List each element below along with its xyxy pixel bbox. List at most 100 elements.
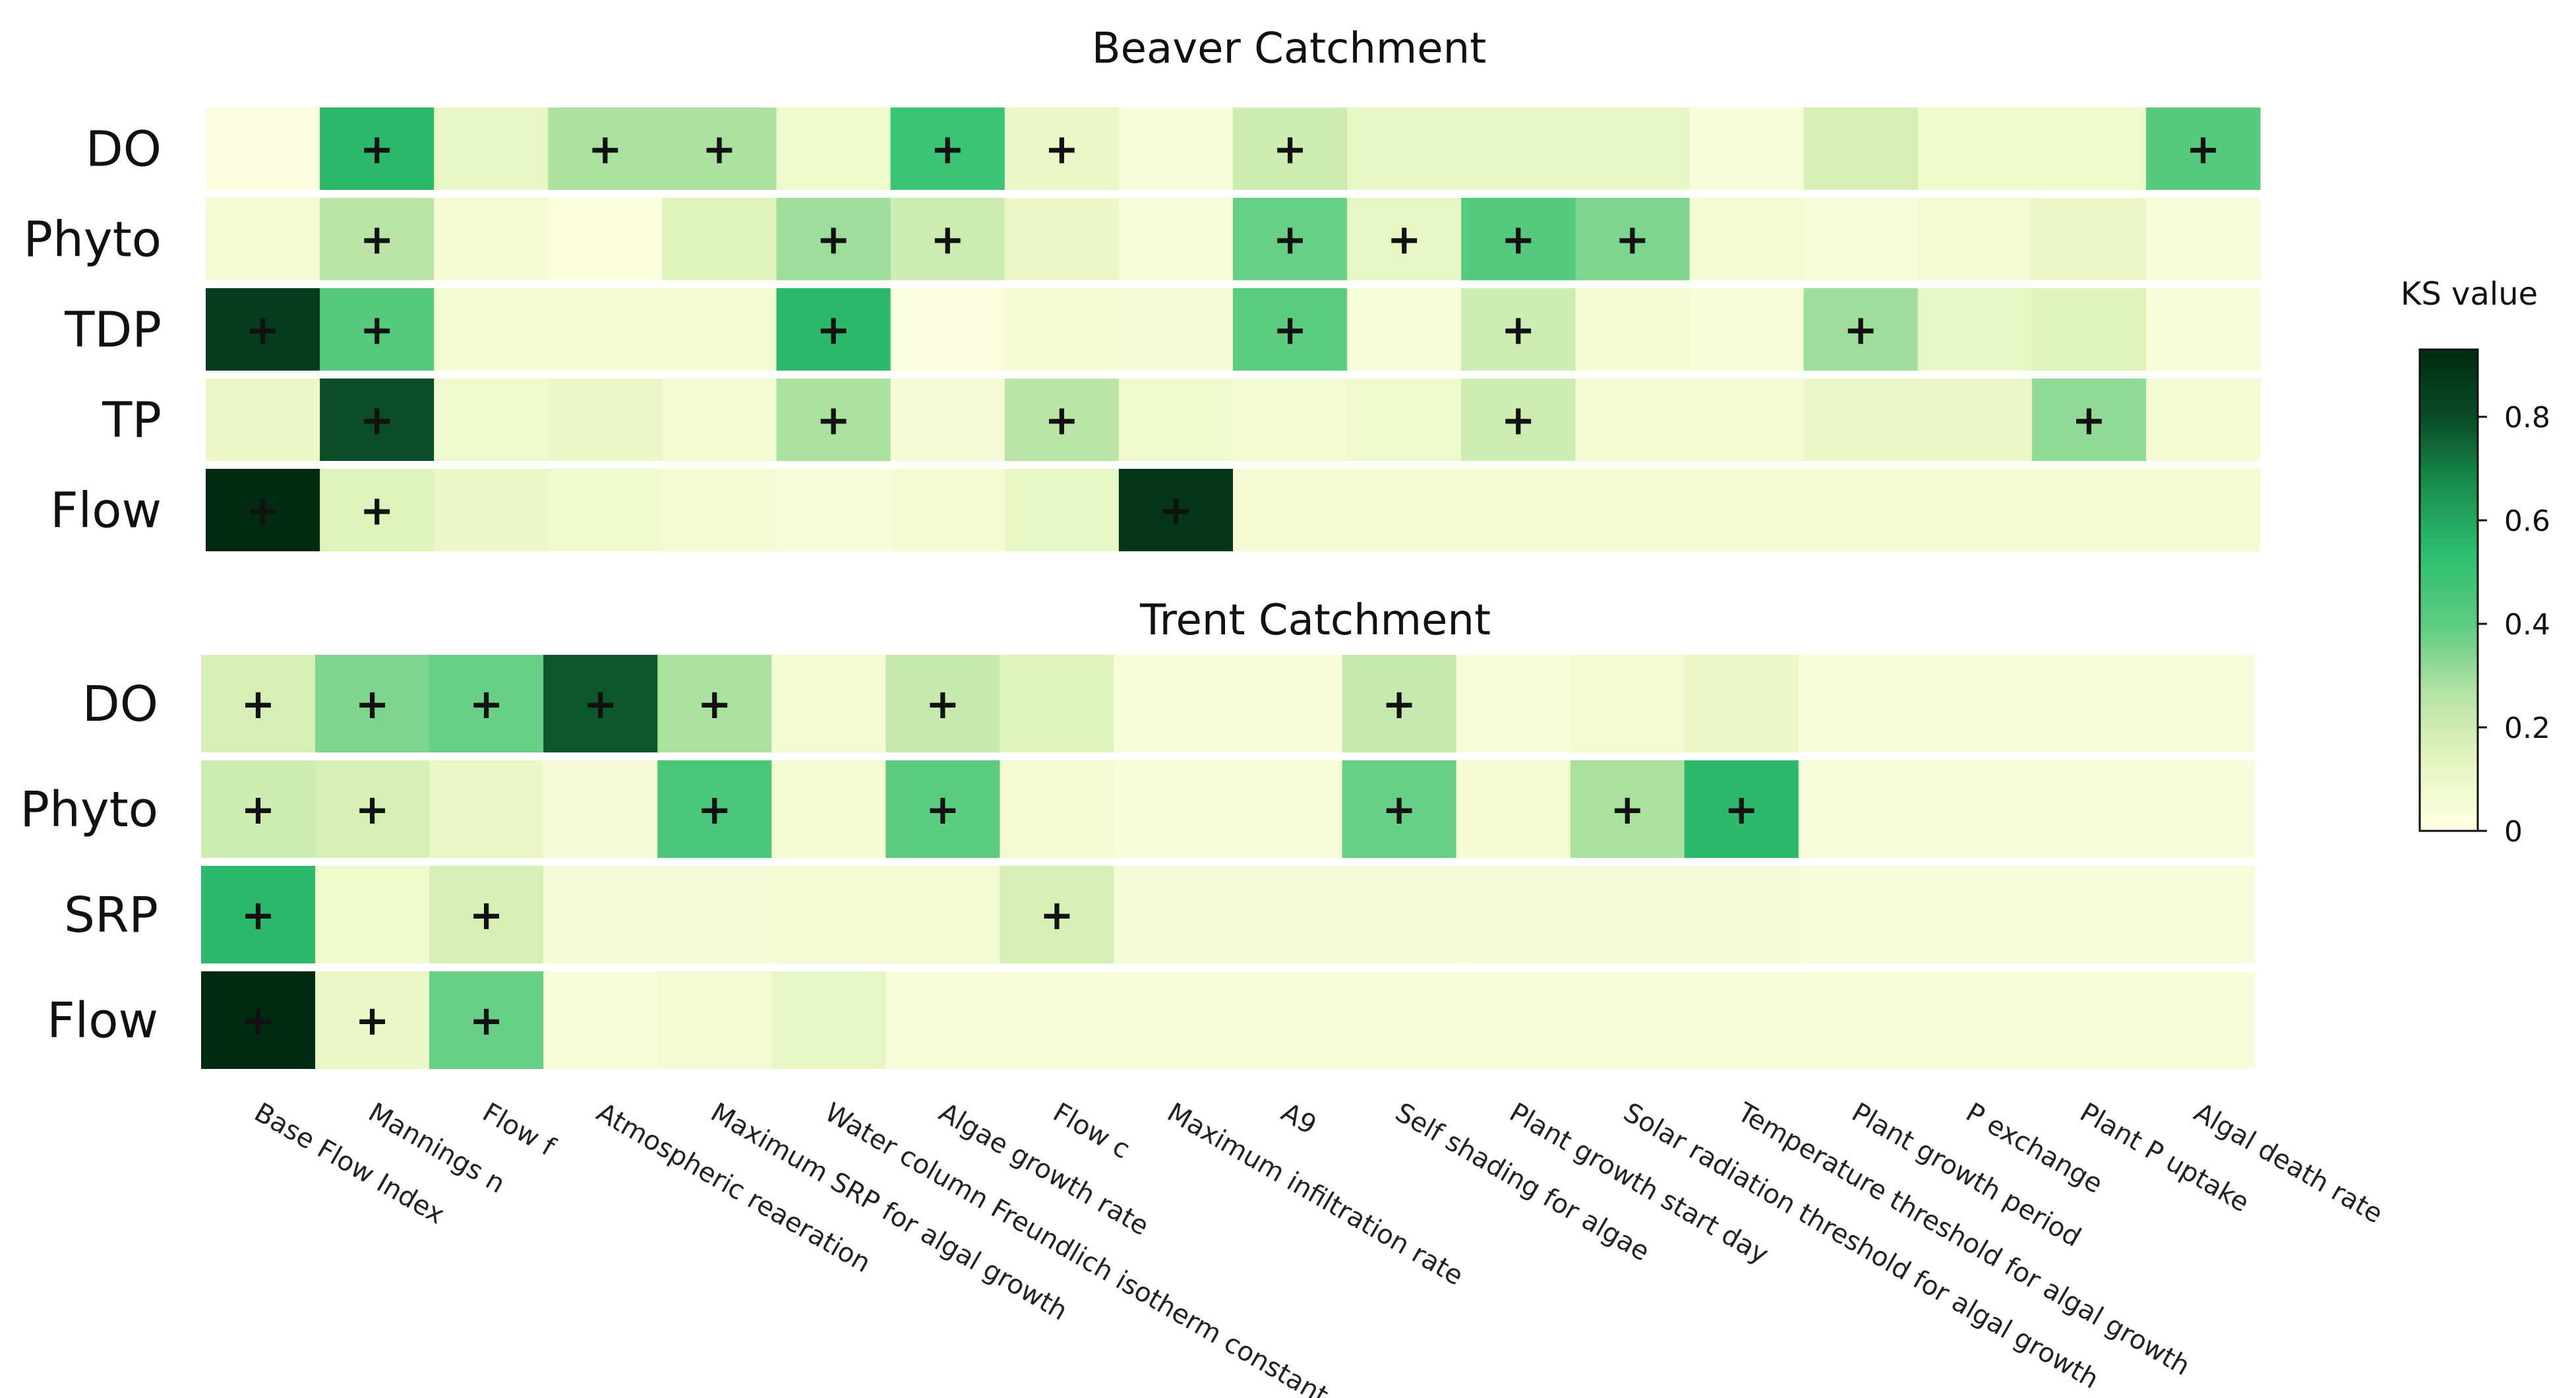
column-label-flow-f: Flow f — [477, 1097, 560, 1163]
trent-cell-phyto-7 — [885, 760, 1000, 858]
beaver-cell-tp-8 — [1004, 379, 1120, 461]
trent-cell-do-6 — [771, 655, 886, 752]
colorbar-ticks: 00.20.40.60.8 — [2478, 401, 2550, 849]
trent-significance-marker: + — [926, 785, 960, 834]
beaver-significance-marker: + — [816, 216, 851, 264]
trent-panel-title: Trent Catchment — [1139, 596, 1491, 645]
beaver-cell-tp-6 — [776, 379, 891, 461]
beaver-cell-tdp-8 — [1004, 288, 1120, 371]
beaver-row-label-phyto: Phyto — [23, 212, 162, 268]
colorbar-tick-label: 0.6 — [2504, 504, 2550, 538]
beaver-cell-phyto-13 — [1575, 198, 1690, 280]
beaver-row-label-do: DO — [86, 121, 162, 178]
beaver-cell-flow-10 — [1233, 469, 1348, 551]
beaver-cell-tp-4 — [548, 379, 663, 461]
beaver-cell-tdp-12 — [1461, 288, 1576, 371]
beaver-cell-do-8 — [1004, 107, 1120, 190]
trent-row-label-srp: SRP — [64, 887, 158, 944]
beaver-cell-flow-5 — [662, 469, 777, 551]
trent-cell-srp-9 — [1114, 866, 1228, 963]
trent-cell-do-11 — [1342, 655, 1457, 752]
trent-significance-marker: + — [698, 785, 732, 834]
trent-cell-phyto-12 — [1456, 760, 1571, 858]
colorbar-tick-label: 0 — [2504, 815, 2523, 849]
beaver-row-label-tp: TP — [102, 392, 162, 449]
trent-significance-marker: + — [241, 785, 276, 834]
beaver-cell-tp-2 — [320, 379, 434, 461]
trent-cell-do-5 — [657, 655, 772, 752]
colorbar-tick-label: 0.8 — [2504, 401, 2550, 435]
beaver-cell-phyto-6 — [776, 198, 891, 280]
beaver-cell-phyto-5 — [662, 198, 777, 280]
trent-significance-marker: + — [926, 680, 960, 728]
beaver-cell-phyto-4 — [548, 198, 663, 280]
trent-cell-flow-17 — [2026, 971, 2142, 1069]
trent-significance-marker: + — [241, 680, 276, 728]
beaver-significance-marker: + — [1615, 216, 1650, 264]
column-label-flow-c: Flow c — [1048, 1097, 1135, 1165]
beaver-cell-tdp-5 — [662, 288, 777, 371]
beaver-cell-flow-18 — [2145, 469, 2261, 551]
trent-cell-srp-3 — [429, 866, 544, 963]
beaver-cell-do-18 — [2145, 107, 2261, 190]
trent-significance-marker: + — [1040, 891, 1074, 939]
trent-cell-phyto-10 — [1228, 760, 1343, 858]
beaver-cell-do-3 — [434, 107, 549, 190]
beaver-catchment-panel: Beaver Catchment +++++++++++++++++++++++… — [23, 24, 2261, 551]
trent-cell-flow-4 — [543, 971, 658, 1069]
beaver-cell-flow-1 — [206, 469, 320, 551]
trent-cell-srp-6 — [771, 866, 886, 963]
trent-heatmap-cells: ++++++++++++++++++++ — [201, 655, 2256, 1069]
trent-cell-srp-1 — [201, 866, 316, 963]
beaver-cell-tp-7 — [890, 379, 1005, 461]
beaver-cell-tp-14 — [1689, 379, 1805, 461]
trent-cell-phyto-3 — [429, 760, 544, 858]
beaver-cell-phyto-9 — [1118, 198, 1234, 280]
beaver-significance-marker: + — [360, 396, 394, 444]
trent-cell-flow-10 — [1228, 971, 1343, 1069]
beaver-cell-tdp-6 — [776, 288, 891, 371]
beaver-cell-do-15 — [1803, 107, 1919, 190]
trent-significance-marker: + — [584, 680, 618, 728]
beaver-cell-do-14 — [1689, 107, 1805, 190]
trent-cell-phyto-11 — [1342, 760, 1457, 858]
beaver-cell-tdp-11 — [1347, 288, 1462, 371]
trent-cell-phyto-9 — [1114, 760, 1228, 858]
trent-cell-do-7 — [885, 655, 1000, 752]
beaver-cell-tp-12 — [1461, 379, 1576, 461]
trent-row-label-do: DO — [82, 676, 158, 733]
beaver-significance-marker: + — [1273, 125, 1307, 173]
beaver-cell-do-4 — [548, 107, 663, 190]
trent-cell-srp-17 — [2026, 866, 2142, 963]
beaver-cell-do-10 — [1233, 107, 1348, 190]
beaver-cell-tdp-10 — [1233, 288, 1348, 371]
beaver-significance-marker: + — [1387, 216, 1422, 264]
beaver-cell-tdp-16 — [1917, 288, 2033, 371]
trent-significance-marker: + — [355, 996, 390, 1045]
trent-cell-phyto-14 — [1684, 760, 1799, 858]
column-label-algal-death-rate: Algal death rate — [2189, 1097, 2388, 1230]
beaver-cell-do-13 — [1575, 107, 1690, 190]
trent-cell-phyto-13 — [1570, 760, 1685, 858]
beaver-cell-tdp-2 — [320, 288, 434, 371]
beaver-cell-flow-7 — [890, 469, 1005, 551]
trent-cell-phyto-18 — [2140, 760, 2256, 858]
beaver-cell-tdp-3 — [434, 288, 549, 371]
trent-cell-flow-6 — [771, 971, 886, 1069]
trent-cell-do-15 — [1798, 655, 1913, 752]
beaver-cell-phyto-8 — [1004, 198, 1120, 280]
trent-cell-do-4 — [543, 655, 658, 752]
beaver-cell-tp-10 — [1233, 379, 1348, 461]
beaver-cell-tp-18 — [2145, 379, 2261, 461]
trent-cell-srp-10 — [1228, 866, 1343, 963]
trent-cell-phyto-2 — [315, 760, 430, 858]
beaver-cell-flow-8 — [1004, 469, 1120, 551]
beaver-cell-tdp-7 — [890, 288, 1005, 371]
beaver-panel-title: Beaver Catchment — [1092, 24, 1487, 73]
colorbar-tick-label: 0.4 — [2504, 608, 2550, 642]
trent-cell-phyto-17 — [2026, 760, 2142, 858]
trent-cell-do-10 — [1228, 655, 1343, 752]
trent-cell-flow-14 — [1684, 971, 1799, 1069]
beaver-row-label-tdp: TDP — [64, 302, 162, 359]
